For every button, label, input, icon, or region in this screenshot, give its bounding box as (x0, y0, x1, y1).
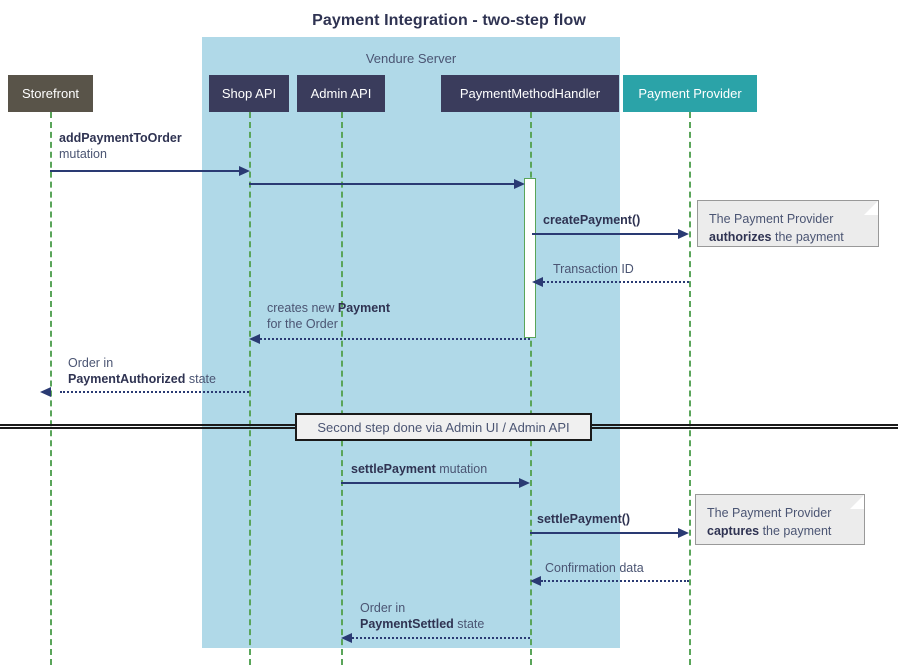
lifeline-admin-api (341, 112, 343, 665)
arrowhead-create-payment (678, 229, 689, 239)
message-label-create-payment: createPayment() (543, 212, 640, 228)
message-arrow-create-payment (532, 233, 678, 235)
message-label-add-payment-to-order-bold: addPaymentToOrder (59, 131, 182, 145)
group-label-vendure-server: Vendure Server (365, 51, 457, 66)
arrowhead-transaction-id (532, 277, 543, 287)
message-label-add-payment-to-order-rest: mutation (59, 147, 107, 161)
note-captures-bold: captures (707, 524, 760, 538)
message-label-settle-payment-mutation: settlePayment mutation (351, 461, 487, 477)
lifeline-payment-method-handler (530, 112, 532, 665)
message-arrow-confirmation-data (541, 580, 689, 582)
participant-shop-api[interactable]: Shop API (209, 75, 289, 112)
message-arrow-order-payment-settled (352, 637, 530, 639)
message-arrow-order-payment-authorized (60, 391, 249, 393)
message-arrow-shop-api-to-handler (249, 183, 514, 185)
message-label-creates-new-payment-pre: creates new (267, 301, 338, 315)
participant-payment-method-handler[interactable]: PaymentMethodHandler (441, 75, 619, 112)
message-label-creates-new-payment: creates new Payment for the Order (267, 300, 390, 332)
lifeline-shop-api (249, 112, 251, 665)
note-authorizes-rest: the payment (771, 230, 844, 244)
note-fold-edge-icon-2 (844, 495, 864, 515)
message-label-creates-new-payment-line2: for the Order (267, 317, 338, 331)
arrowhead-order-payment-authorized (40, 387, 51, 397)
message-label-settle-payment-call-bold: settlePayment() (537, 512, 631, 526)
message-label-confirmation-data: Confirmation data (545, 561, 644, 575)
message-label-order-authorized-rest: state (185, 372, 216, 386)
divider-label-box: Second step done via Admin UI / Admin AP… (295, 413, 592, 441)
page-title: Payment Integration - two-step flow (312, 12, 586, 29)
participant-label-payment-provider: Payment Provider (638, 86, 742, 101)
group-box-vendure-server (202, 37, 620, 648)
participant-label-shop-api: Shop API (221, 86, 277, 101)
arrowhead-settle-payment-call (678, 528, 689, 538)
participant-payment-provider[interactable]: Payment Provider (623, 75, 757, 112)
lifeline-payment-provider (689, 112, 691, 665)
message-label-create-payment-bold: createPayment() (543, 213, 641, 227)
arrowhead-order-payment-settled (341, 633, 352, 643)
participant-storefront[interactable]: Storefront (8, 75, 93, 112)
participant-admin-api[interactable]: Admin API (297, 75, 385, 112)
note-captures-line1: The Payment Provider (707, 506, 832, 520)
activation-bar-payment-method-handler (524, 178, 536, 338)
message-label-order-settled-rest: state (453, 617, 485, 631)
message-label-settle-payment-call: settlePayment() (537, 511, 630, 527)
message-arrow-settle-payment-call (530, 532, 678, 534)
arrowhead-settle-payment-mutation (519, 478, 530, 488)
message-arrow-creates-new-payment (260, 338, 530, 340)
arrowhead-shop-api-to-handler (514, 179, 525, 189)
note-payment-provider-captures: The Payment Provider captures the paymen… (695, 494, 865, 545)
arrowhead-add-payment-to-order (239, 166, 250, 176)
message-label-creates-new-payment-bold: Payment (337, 301, 390, 315)
participant-label-admin-api: Admin API (310, 86, 372, 101)
note-fold-edge-icon (858, 201, 878, 221)
divider-label: Second step done via Admin UI / Admin AP… (317, 419, 570, 435)
arrowhead-confirmation-data (530, 576, 541, 586)
note-authorizes-line1: The Payment Provider (709, 212, 834, 226)
message-arrow-transaction-id (543, 281, 689, 283)
participant-label-payment-method-handler: PaymentMethodHandler (459, 86, 601, 101)
note-captures-rest: the payment (759, 524, 832, 538)
message-label-settle-payment-mutation-rest: mutation (435, 462, 488, 476)
arrowhead-creates-new-payment (249, 334, 260, 344)
note-authorizes-bold: authorizes (709, 230, 772, 244)
message-arrow-add-payment-to-order (50, 170, 239, 172)
lifeline-storefront (50, 112, 52, 665)
message-label-order-authorized-line1: Order in (68, 356, 114, 370)
message-label-order-payment-authorized: Order in PaymentAuthorized state (68, 355, 216, 387)
message-label-order-settled-bold: PaymentSettled (360, 617, 454, 631)
message-label-settle-payment-mutation-bold: settlePayment (351, 462, 436, 476)
message-label-order-authorized-bold: PaymentAuthorized (68, 372, 186, 386)
participant-label-storefront: Storefront (21, 86, 80, 101)
message-label-transaction-id: Transaction ID (553, 262, 634, 276)
note-payment-provider-authorizes: The Payment Provider authorizes the paym… (697, 200, 879, 247)
message-label-order-settled-line1: Order in (360, 601, 406, 615)
message-label-add-payment-to-order: addPaymentToOrder mutation (59, 130, 182, 162)
message-arrow-settle-payment-mutation (341, 482, 519, 484)
message-label-order-payment-settled: Order in PaymentSettled state (360, 600, 484, 632)
